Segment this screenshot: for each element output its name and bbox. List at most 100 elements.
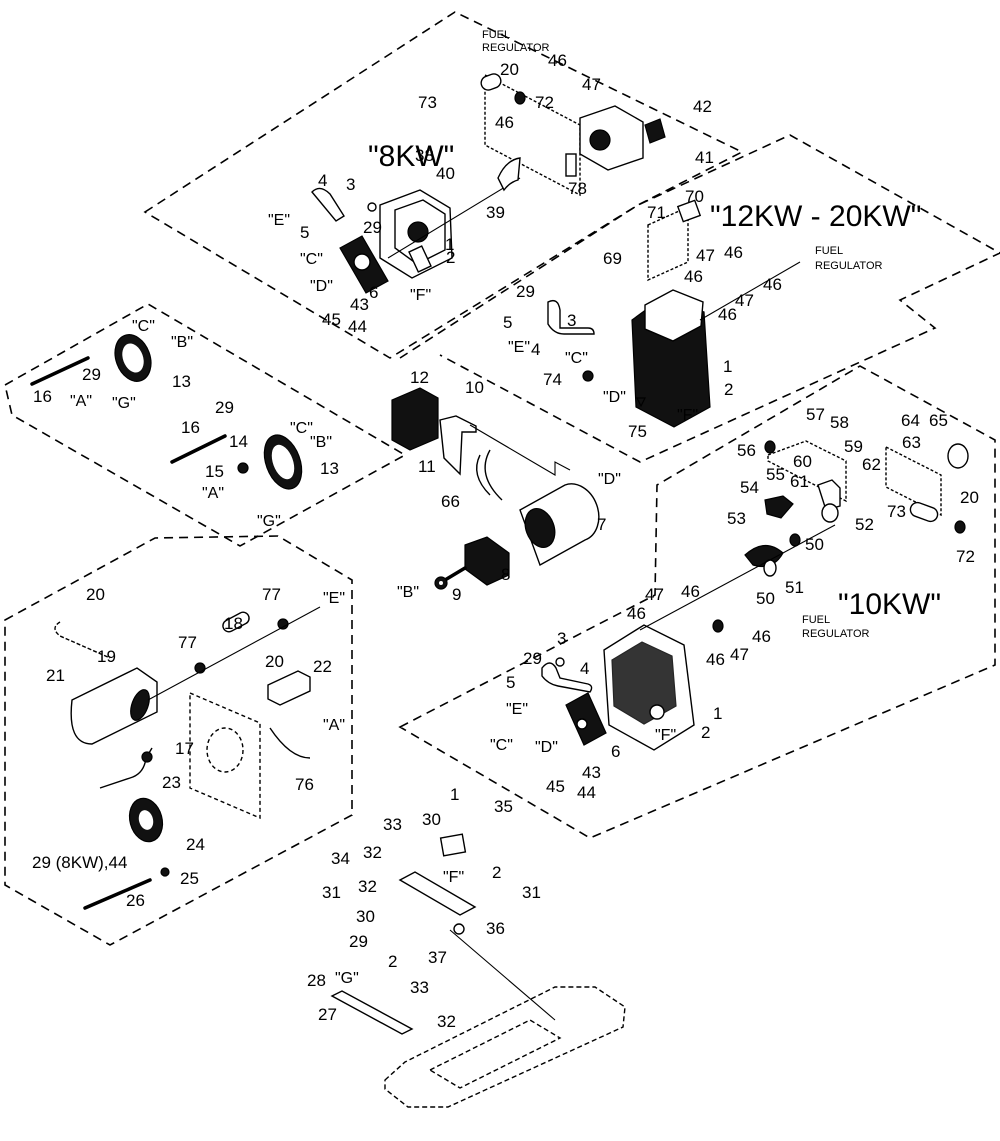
part-callout-12-20kw: 69	[603, 249, 622, 268]
reference-letter-bearing-carrier: "C"	[132, 318, 155, 335]
alternator-parts	[391, 387, 600, 590]
reference-letter-12-20kw: "D"	[603, 389, 626, 406]
part-callout-10kw: 52	[855, 515, 874, 534]
reference-letter-12-20kw: "E"	[508, 339, 530, 356]
part-callout-exhaust: 25	[180, 869, 199, 888]
reference-letter-exhaust: "E"	[323, 590, 345, 607]
part-callout-alternator: 7	[597, 515, 606, 534]
engine-8kw	[311, 73, 666, 294]
part-callout-10kw: 65	[929, 411, 948, 430]
reference-letter-10kw: "C"	[490, 737, 513, 754]
part-callout-base: 32	[358, 877, 377, 896]
part-callout-12-20kw: 46	[718, 305, 737, 324]
reference-letter-base: "F"	[443, 869, 464, 886]
part-callout-exhaust: 26	[126, 891, 145, 910]
part-callout-bearing-carrier: 16	[33, 387, 52, 406]
reference-letter-bearing-carrier: "A"	[202, 485, 224, 502]
reference-letter-10kw: "D"	[535, 739, 558, 756]
part-callout-10kw: 3	[557, 629, 566, 648]
part-callout-10kw: 64	[901, 411, 920, 430]
part-callout-10kw: 46	[627, 604, 646, 623]
reference-letter-10kw: "F"	[655, 727, 676, 744]
part-callout-base: 28	[307, 971, 326, 990]
reference-letter-bearing-carrier: "A"	[70, 393, 92, 410]
part-callout-base: 32	[363, 843, 382, 862]
group-outlines	[4, 11, 1000, 946]
reference-letter-bearing-carrier: "B"	[171, 334, 193, 351]
part-callout-10kw: 43	[582, 763, 601, 782]
part-callout-8kw: 20	[500, 60, 519, 79]
group-title-10kw: "10KW"	[838, 588, 941, 621]
part-callout-8kw: 46	[548, 51, 567, 70]
part-callout-exhaust: 21	[46, 666, 65, 685]
part-callout-exhaust: 20	[265, 652, 284, 671]
part-callout-base: 37	[428, 948, 447, 967]
part-callout-base: 30	[422, 810, 441, 829]
part-callout-10kw: 4	[580, 659, 589, 678]
part-callout-12-20kw: 47	[696, 246, 715, 265]
part-callout-12-20kw: 46	[684, 267, 703, 286]
part-callout-8kw: 39	[486, 203, 505, 222]
part-callout-8kw: 5	[300, 223, 309, 242]
outline-12-20kw	[399, 134, 1000, 463]
part-callout-12-20kw: 4	[531, 340, 540, 359]
part-callout-8kw: 46	[495, 113, 514, 132]
part-callout-12-20kw: 71	[647, 203, 666, 222]
part-callout-10kw: 5	[506, 673, 515, 692]
part-callout-exhaust: 77	[262, 585, 281, 604]
part-callout-10kw: 46	[706, 650, 725, 669]
part-callout-8kw: 47	[582, 75, 601, 94]
part-callout-10kw: 29	[523, 649, 542, 668]
part-callout-8kw: 42	[693, 97, 712, 116]
part-callout-bearing-carrier: 14	[229, 432, 248, 451]
part-callout-10kw: 51	[785, 578, 804, 597]
engine-10kw	[541, 440, 969, 751]
part-callout-base: 31	[322, 883, 341, 902]
part-callout-10kw: 56	[737, 441, 756, 460]
part-callout-10kw: 73	[887, 502, 906, 521]
reference-letter-exhaust: "A"	[323, 717, 345, 734]
part-callout-10kw: 6	[611, 742, 620, 761]
fuel-regulator-note-10kw-line2: REGULATOR	[802, 628, 869, 640]
group-titles: "8KW" "12KW - 20KW" "10KW" FUEL REGULATO…	[368, 29, 941, 640]
part-callout-12-20kw: 3	[567, 311, 576, 330]
part-callout-exhaust: 76	[295, 775, 314, 794]
part-callout-exhaust: 23	[162, 773, 181, 792]
part-callout-10kw: 55	[766, 465, 785, 484]
group-title-8kw: "8KW"	[368, 140, 454, 173]
part-callout-alternator: 12	[410, 368, 429, 387]
part-callout-bearing-carrier: 29	[82, 365, 101, 384]
part-callout-alternator: 9	[452, 585, 461, 604]
part-callout-8kw: 3	[346, 175, 355, 194]
fuel-regulator-note-8kw-line1: FUEL	[482, 29, 510, 41]
part-callout-8kw: 40	[436, 164, 455, 183]
part-callout-8kw: 44	[348, 317, 367, 336]
fuel-regulator-note-12kw-line2: REGULATOR	[815, 260, 882, 272]
part-callout-12-20kw: 46	[724, 243, 743, 262]
reference-letter-alternator: "B"	[397, 584, 419, 601]
part-callout-base: 36	[486, 919, 505, 938]
part-callout-10kw: 46	[752, 627, 771, 646]
part-callout-8kw: 73	[418, 93, 437, 112]
part-callout-exhaust: 24	[186, 835, 205, 854]
fuel-regulator-note-12kw-line1: FUEL	[815, 245, 843, 257]
part-callout-exhaust: 77	[178, 633, 197, 652]
part-callout-12-20kw: 75	[628, 422, 647, 441]
part-callout-10kw: 44	[577, 783, 596, 802]
part-callout-10kw: 62	[862, 455, 881, 474]
part-callout-10kw: 63	[902, 433, 921, 452]
part-callout-12-20kw: 1	[723, 357, 732, 376]
part-callout-base: 34	[331, 849, 350, 868]
part-callout-12-20kw: 29	[516, 282, 535, 301]
part-callout-12-20kw: 74	[543, 370, 562, 389]
part-callout-12-20kw: 5	[503, 313, 512, 332]
reference-letter-alternator: "D"	[598, 471, 621, 488]
base-and-mounts	[330, 833, 626, 1108]
part-callout-8kw: 1	[445, 235, 454, 254]
part-callout-10kw: 53	[727, 509, 746, 528]
fuel-regulator-note-10kw-line1: FUEL	[802, 614, 830, 626]
part-callout-bearing-carrier: 29	[215, 398, 234, 417]
part-callout-base: 29	[349, 932, 368, 951]
part-callout-10kw: 45	[546, 777, 565, 796]
